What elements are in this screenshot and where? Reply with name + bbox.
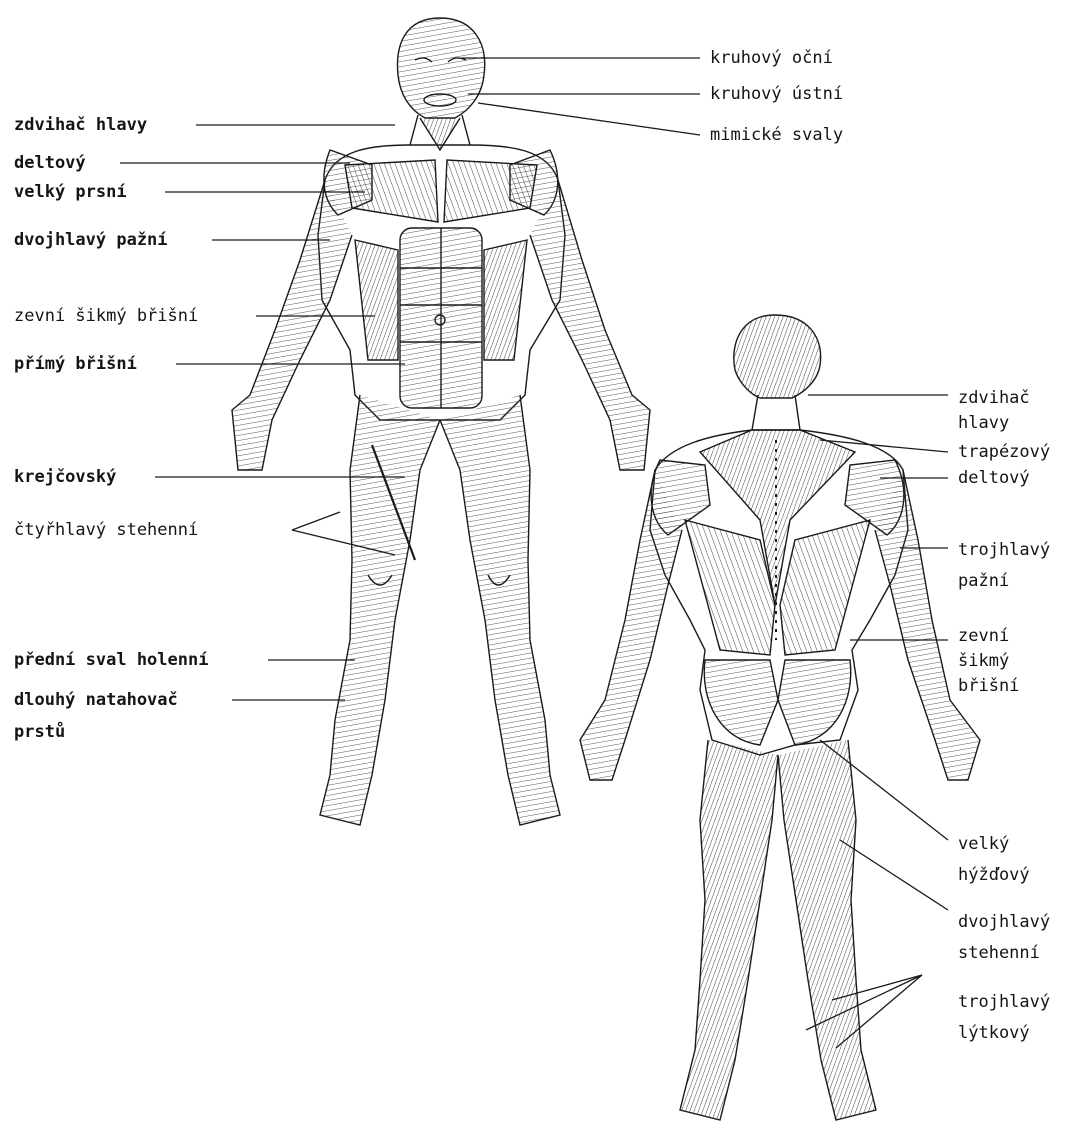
label-kruhovy-ocni: kruhový oční [710,46,833,71]
label-line: stehenní [958,941,1050,966]
label-dvojhlavy-stehenni: dvojhlavý stehenní [958,910,1050,966]
label-ctyrhlavy-stehenni: čtyřhlavý stehenní [14,518,198,543]
label-line: hýžďový [958,863,1030,888]
label-line: trojhlavý [958,990,1050,1015]
label-krejcovsky: krejčovský [14,465,116,490]
back-head [734,315,821,398]
label-line: lýtkový [958,1021,1050,1046]
label-zevni-sikmy-brisni-front: zevní šikmý břišní [14,304,198,329]
front-right-arm [530,180,650,470]
leader-mimicke [478,103,700,135]
label-mimicke-svaly: mimické svaly [710,123,843,148]
label-line: velký [958,832,1030,857]
label-dlouhy-natahovac-prstu: dlouhý natahovač prstů [14,688,178,745]
back-left-arm [580,470,682,780]
label-line: hlavy [958,411,1030,436]
label-zdvihac-hlavy-front: zdvihač hlavy [14,113,147,138]
label-trojhlavy-pazni: trojhlavý pažní [958,538,1050,594]
label-zevni-sikmy-brisni-back: zevní šikmý břišní [958,624,1019,699]
label-zdvihac-hlavy-back: zdvihač hlavy [958,386,1030,436]
front-figure [232,18,650,825]
label-line: prstů [14,720,178,745]
back-left-leg [680,740,778,1120]
leader-dvojhlavy-stehenni [840,840,948,910]
label-velky-hyzdovy: velký hýžďový [958,832,1030,888]
label-predni-sval-holenni: přední sval holenní [14,648,208,673]
label-line: pažní [958,569,1050,594]
label-primy-brisni: přímý břišní [14,352,137,377]
front-right-leg [440,395,560,825]
label-kruhovy-ustni: kruhový ústní [710,82,843,107]
label-line: břišní [958,674,1019,699]
front-left-leg [320,395,440,825]
label-deltovy-front: deltový [14,151,86,176]
front-left-arm [232,180,352,470]
leader-ctyrhlavy-1 [292,512,340,530]
back-right-leg [778,740,876,1120]
front-head [397,18,484,118]
label-trojhlavy-lytkovy: trojhlavý lýtkový [958,990,1050,1046]
label-dvojhlavy-pazni: dvojhlavý pažní [14,228,168,253]
label-line: zdvihač [958,386,1030,411]
label-line: trojhlavý [958,538,1050,563]
label-trapezovy: trapézový [958,440,1050,465]
label-line: zevní [958,624,1019,649]
label-line: šikmý [958,649,1019,674]
label-velky-prsni: velký prsní [14,180,127,205]
label-line: dvojhlavý [958,910,1050,935]
label-line: dlouhý natahovač [14,688,178,713]
label-deltovy-back: deltový [958,466,1030,491]
